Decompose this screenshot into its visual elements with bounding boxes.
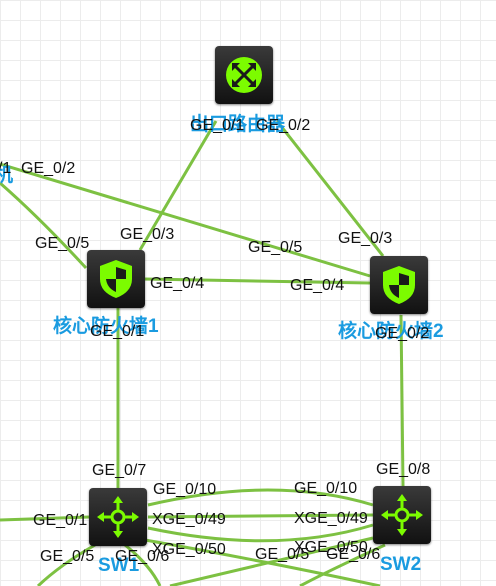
port-label: XGE_0/50 (152, 541, 226, 558)
port-label: XGE_0/49 (294, 510, 368, 527)
port-label: GE_0/2 (256, 117, 311, 134)
port-label: GE_0/5 (248, 239, 303, 256)
router-label: 出口路由器 (190, 114, 286, 135)
switch-icon (381, 494, 423, 536)
port-label: XGE_0/50 (294, 539, 368, 556)
link-left-fw2 (0, 162, 371, 278)
router-icon (226, 57, 262, 93)
link-router-fw1 (138, 120, 218, 251)
switch1-label: SW1 (98, 555, 140, 576)
port-label: GE_0/1 (33, 512, 88, 529)
offscreen-device-label: 机 (0, 165, 14, 186)
port-label: GE_0/8 (376, 461, 431, 478)
router-node[interactable] (215, 46, 273, 104)
firewall-icon (383, 266, 415, 304)
port-label: GE_0/1 (190, 117, 245, 134)
switch2-node[interactable] (373, 486, 431, 544)
firewall2-label: 核心防火墙2 (338, 321, 444, 342)
port-label: GE_0/3 (338, 230, 393, 247)
link-sw1-down-right (124, 543, 162, 586)
switch1-node[interactable] (89, 488, 147, 546)
port-label: GE_0/3 (120, 226, 175, 243)
port-label: GE_0/2 (375, 325, 430, 342)
link-sw1-sw2-ge10 (147, 488, 374, 507)
link-sw1-left (0, 515, 90, 522)
port-label: GE_0/10 (153, 481, 217, 498)
firewall-icon (100, 260, 132, 298)
port-label: GE_0/6 (115, 548, 170, 565)
port-label: GE_0/4 (290, 277, 345, 294)
port-label: XGE_0/49 (152, 511, 226, 528)
firewall1-label: 核心防火墙1 (53, 316, 159, 337)
port-label: GE_0/10 (294, 480, 358, 497)
link-sw1-sw2-xge49 (147, 513, 374, 519)
link-router-fw2 (275, 120, 385, 257)
port-label: GE_0/1 (90, 323, 145, 340)
link-sw2-cross-a (169, 536, 374, 586)
port-label: GE_0/4 (150, 275, 205, 292)
link-fw2-sw2 (399, 314, 405, 487)
switch2-label: SW2 (380, 554, 422, 575)
link-sw1-down-left (36, 543, 96, 586)
link-sw1-sw2-xge50 (147, 523, 374, 543)
port-label: GE_0/5 (35, 235, 90, 252)
link-left-fw1 (0, 181, 88, 270)
firewall1-node[interactable] (87, 250, 145, 308)
port-label: GE_0/5 (40, 548, 95, 565)
port-label: GE_0/2 (21, 160, 76, 177)
link-sw1-cross (144, 538, 381, 586)
firewall2-node[interactable] (370, 256, 428, 314)
link-sw2-cross-b (299, 543, 386, 586)
link-fw1-fw2 (144, 277, 371, 285)
port-label: GE_0/5 (255, 546, 310, 563)
switch-icon (97, 496, 139, 538)
port-label: /1 (0, 160, 12, 177)
port-label: GE_0/6 (326, 546, 381, 563)
port-label: GE_0/7 (92, 462, 147, 479)
